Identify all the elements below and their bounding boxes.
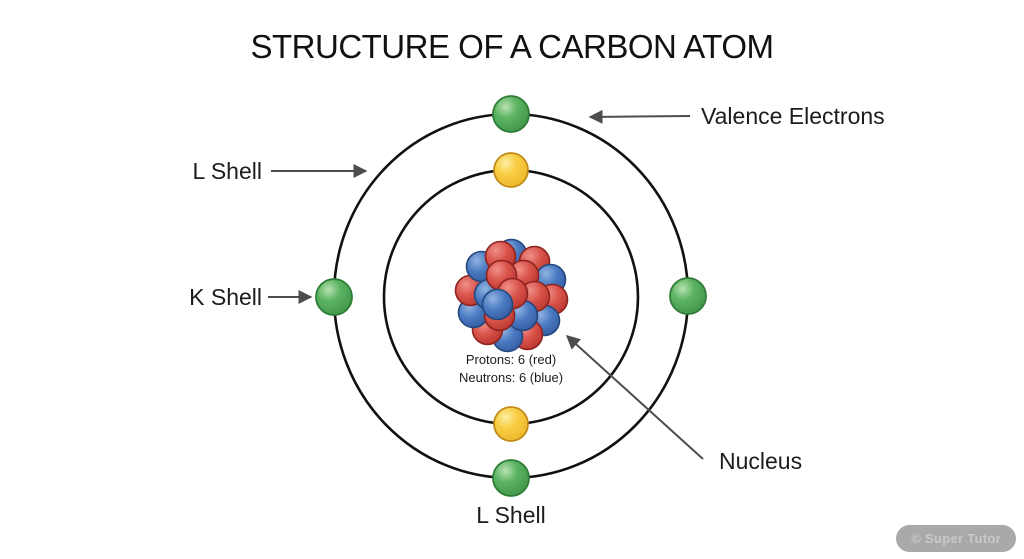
neutrons-caption: Neutrons: 6 (blue) [458,370,564,385]
label-k-shell: K Shell [189,284,262,310]
annotation-arrows [268,109,704,460]
nucleus-cluster [454,238,569,353]
label-l-shell-left: L Shell [192,158,262,184]
neutron-ball [481,288,514,321]
nucleus-arrow [565,335,704,460]
diagram-title: STRUCTURE OF A CARBON ATOM [250,28,774,65]
electron-green-bottom [492,459,530,497]
electron-green-right [669,277,707,315]
outer-shell-electrons [315,95,707,497]
electron-green-left [315,278,353,316]
inner-shell-electrons [493,152,529,442]
electron-yellow-bottom [493,406,529,442]
watermark-badge: © Super Tutor [896,525,1016,552]
label-valence-electrons: Valence Electrons [701,103,885,129]
protons-caption: Protons: 6 (red) [465,352,557,367]
electron-yellow-top [493,152,529,188]
label-nucleus: Nucleus [719,448,803,474]
valence-electrons-arrow [588,109,691,124]
electron-green-top [492,95,530,133]
label-l-shell-bottom: L Shell [476,502,546,528]
nucleus-caption: Protons: 6 (red) Neutrons: 6 (blue) [411,351,611,387]
